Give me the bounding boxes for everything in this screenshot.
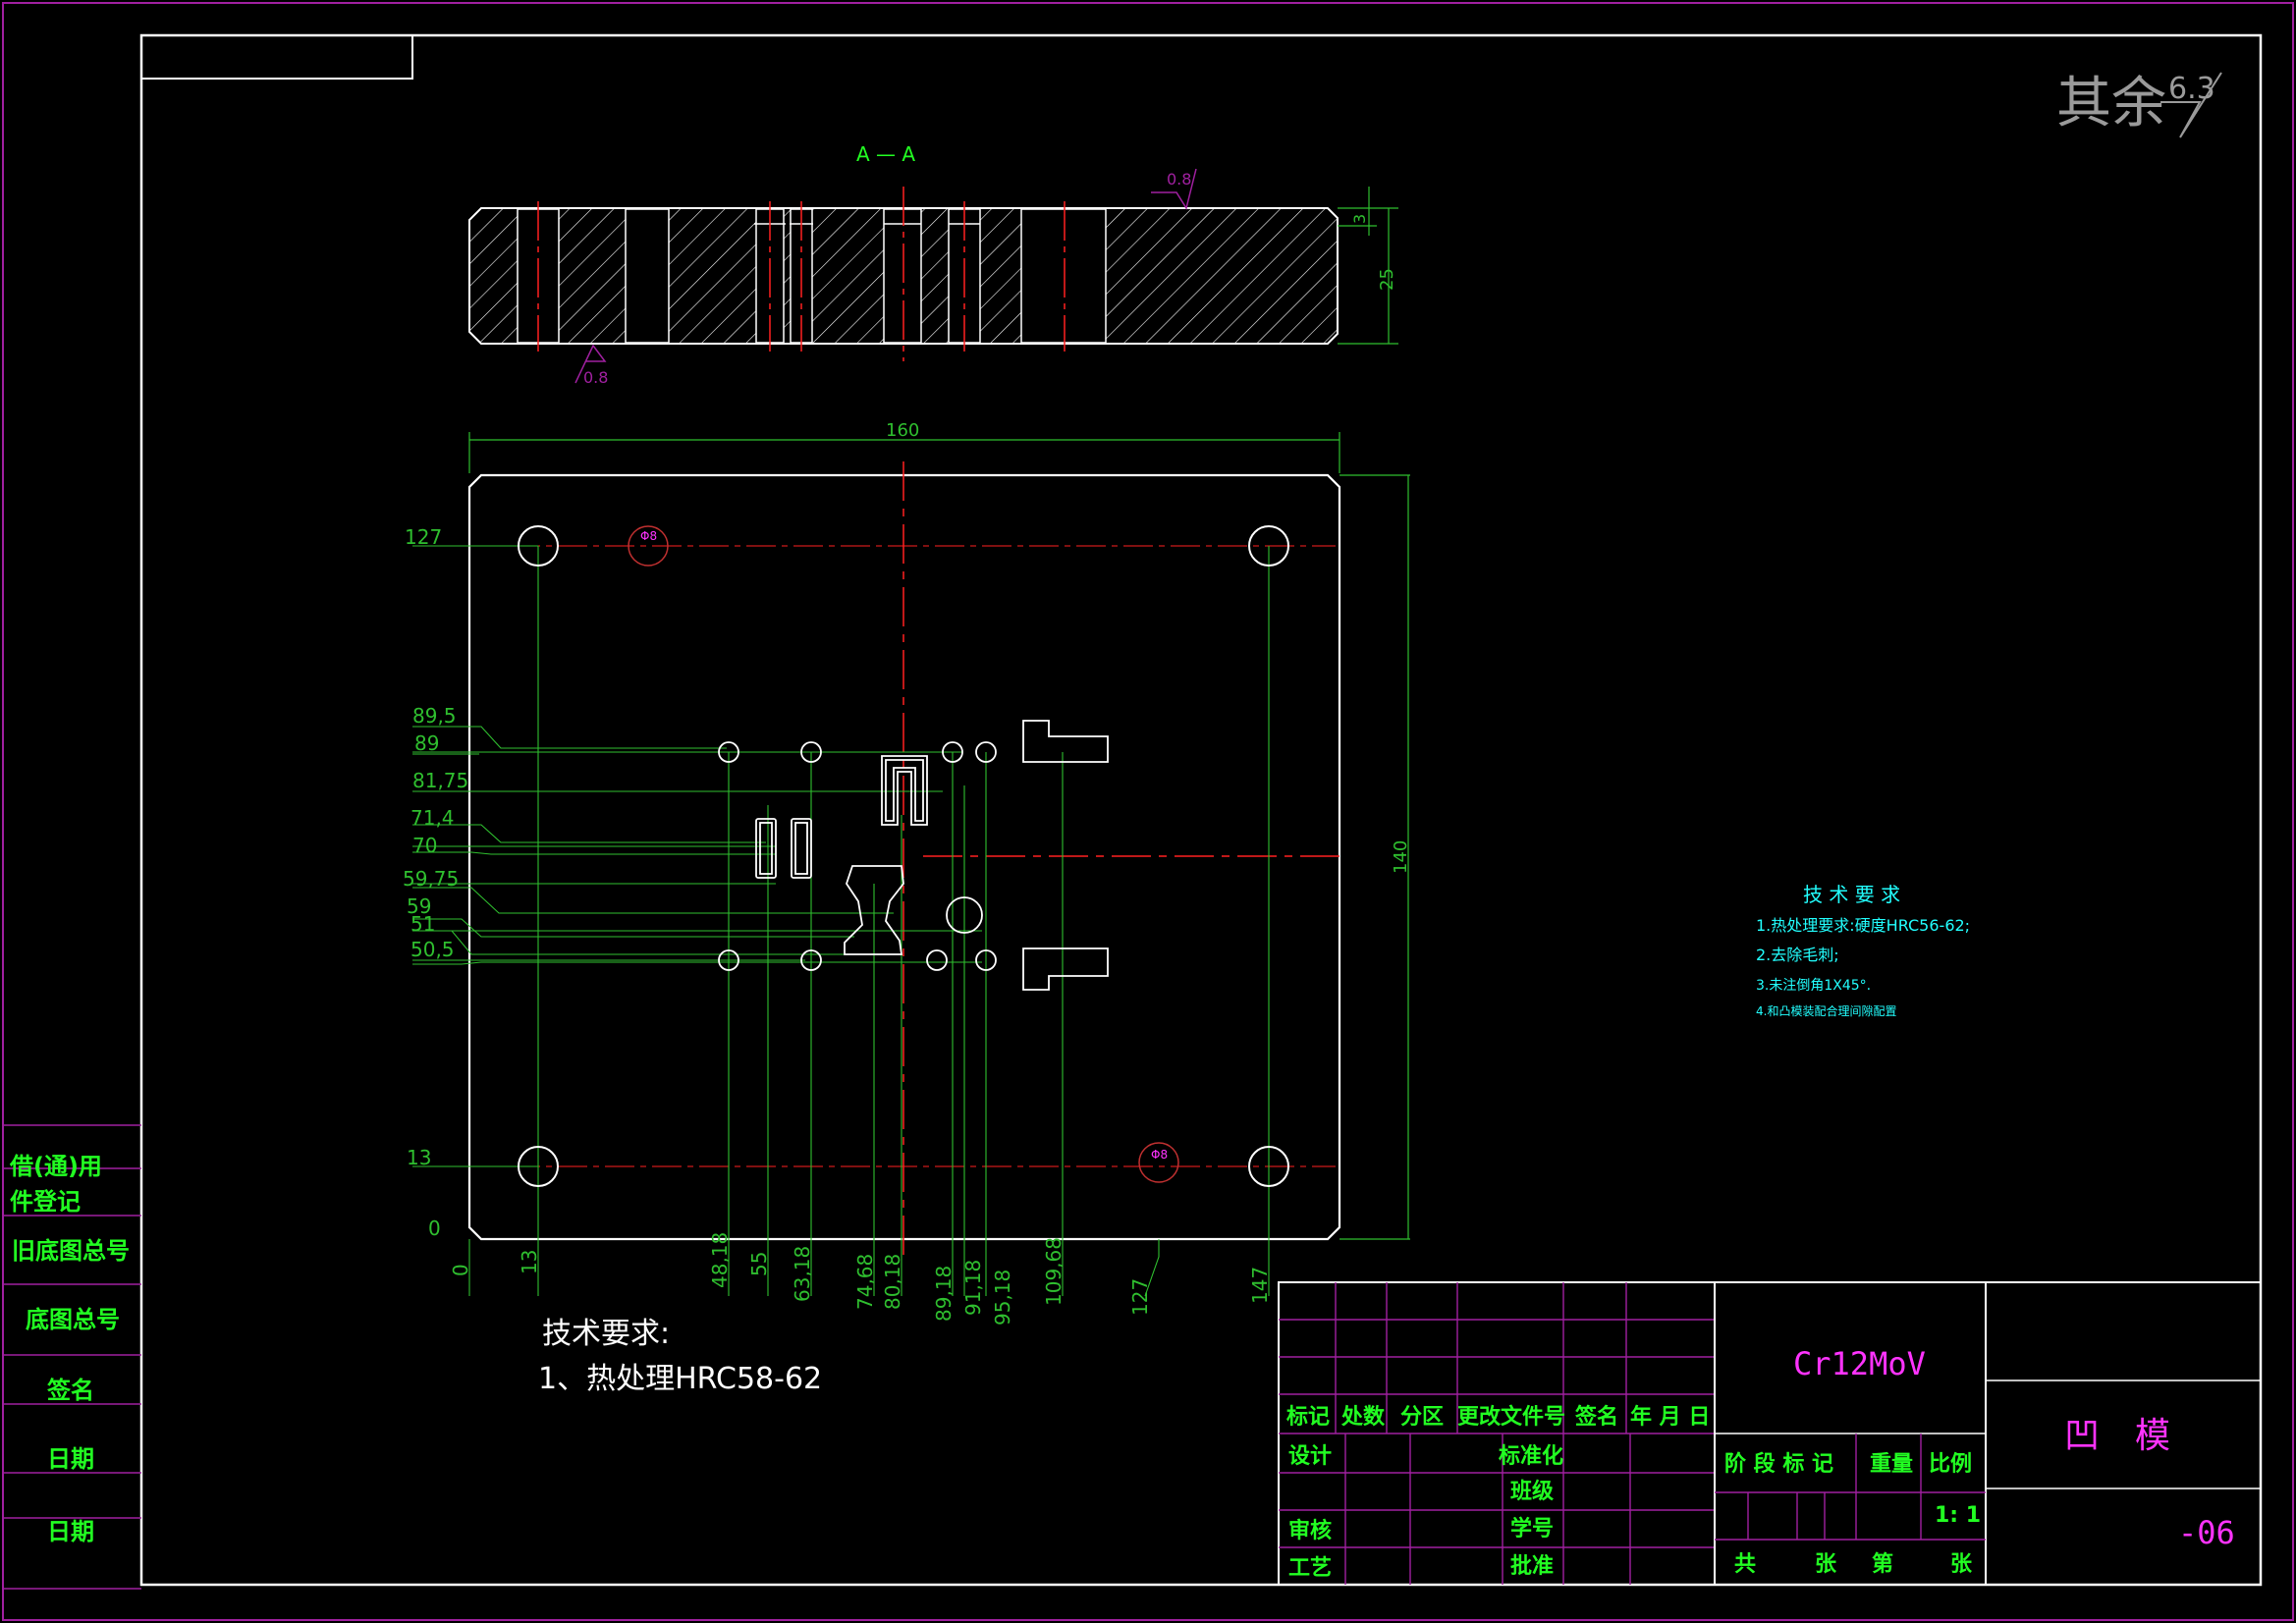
xdim-89-18: 89,18	[932, 1266, 956, 1322]
xdim-0: 0	[449, 1264, 472, 1276]
tech-small-item-2: 2.去除毛刺;	[1756, 946, 1839, 964]
tb-header-date: 年 月 日	[1630, 1404, 1710, 1430]
tb-drawing-no: -06	[2178, 1514, 2235, 1551]
tech-requirements-small: 技 术 要 求 1.热处理要求:硬度HRC56-62; 2.去除毛刺; 3.未注…	[1756, 883, 1970, 1018]
tb-sheet-unit2: 张	[1950, 1552, 1973, 1577]
strip-sign: 签名	[46, 1377, 94, 1404]
roughness-value: 6.3	[2168, 72, 2215, 106]
tb-sheet-total: 共	[1734, 1552, 1756, 1577]
xdim-95-18: 95,18	[991, 1270, 1014, 1325]
tb-part-name: 凹 模	[2064, 1416, 2170, 1456]
tb-scale: 1: 1	[1935, 1503, 1981, 1528]
tb-sheet-unit1: 张	[1815, 1552, 1837, 1577]
tb-header-zone: 分区	[1400, 1405, 1444, 1430]
tb-header-sign: 签名	[1574, 1404, 1618, 1430]
section-view: A — A 0.8 0.8 25	[468, 142, 1398, 387]
ydim-71-4: 71,4	[410, 806, 455, 830]
ydim-0: 0	[428, 1217, 441, 1240]
dim-step: 3	[1350, 214, 1369, 224]
xdim-63-18: 63,18	[791, 1246, 814, 1302]
roughness-top: 0.8	[1167, 170, 1191, 189]
ydim-50-5: 50,5	[410, 938, 455, 961]
left-registration-strip: 借(通)用 件登记 旧底图总号 底图总号 签名 日期 日期	[2, 1124, 141, 1620]
ydim-89-5: 89,5	[412, 704, 457, 728]
pin-hole-top: Φ8	[628, 525, 669, 567]
pin-hole-label-top: Φ8	[640, 529, 657, 543]
strip-register: 件登记	[10, 1188, 81, 1216]
tb-header-mark: 标记	[1286, 1404, 1330, 1430]
ydim-13: 13	[407, 1146, 431, 1169]
tech-small-item-1: 1.热处理要求:硬度HRC56-62;	[1756, 916, 1970, 935]
tech-small-title: 技 术 要 求	[1803, 883, 1900, 906]
strip-base-total: 底图总号	[26, 1306, 120, 1333]
ydim-127: 127	[405, 525, 442, 549]
tb-approve: 批准	[1510, 1554, 1554, 1579]
title-block: 标记 处数 分区 更改文件号 签名 年 月 日 设计 标准化 班级 审核 学号 …	[1278, 1281, 2262, 1586]
tb-sheet-nth: 第	[1872, 1551, 1893, 1577]
xdim-13: 13	[518, 1250, 541, 1274]
tb-stage-mark: 阶 段 标 记	[1724, 1451, 1833, 1477]
tb-weight: 重量	[1870, 1452, 1913, 1477]
roughness-bottom: 0.8	[583, 368, 608, 387]
drawing-border	[139, 33, 2263, 1587]
dim-width: 160	[886, 420, 919, 441]
xdim-147: 147	[1248, 1267, 1272, 1304]
strip-date-2: 日期	[47, 1518, 94, 1545]
xdim-48-18: 48,18	[708, 1232, 732, 1288]
plan-view: 160 140	[403, 420, 1411, 1325]
roughness-label: 其余	[2056, 72, 2166, 135]
pin-hole-bottom: Φ8	[1138, 1142, 1179, 1183]
xdim-74-68: 74,68	[853, 1254, 877, 1310]
xdim-127: 127	[1128, 1278, 1152, 1316]
xdim-55: 55	[747, 1252, 771, 1276]
tb-design: 设计	[1288, 1444, 1332, 1469]
tb-header-docno: 更改文件号	[1457, 1404, 1565, 1430]
ydim-70: 70	[412, 834, 437, 857]
strip-date-1: 日期	[47, 1445, 94, 1473]
tb-material: Cr12MoV	[1793, 1345, 1926, 1382]
tb-header-count: 处数	[1340, 1404, 1386, 1430]
tb-student: 学号	[1510, 1516, 1554, 1542]
ydim-51: 51	[410, 912, 435, 936]
ydim-89: 89	[414, 731, 439, 755]
tech-small-item-3: 3.未注倒角1X45°.	[1756, 978, 1871, 994]
dim-thickness: 25	[1377, 268, 1397, 291]
tb-process: 工艺	[1288, 1555, 1332, 1581]
tech-main-item: 1、热处理HRC58-62	[538, 1362, 822, 1396]
xdim-80-18: 80,18	[881, 1254, 904, 1310]
strip-borrow: 借(通)用	[9, 1153, 102, 1180]
tech-main-title: 技术要求:	[542, 1317, 670, 1351]
tb-class: 班级	[1510, 1479, 1554, 1504]
tb-ratio: 比例	[1929, 1452, 1972, 1477]
section-title: A — A	[856, 142, 915, 166]
top-left-box	[140, 34, 413, 80]
xdim-109-68: 109,68	[1042, 1237, 1066, 1306]
tb-standard: 标准化	[1499, 1443, 1563, 1469]
dim-height: 140	[1391, 840, 1411, 874]
pin-hole-label-bottom: Φ8	[1151, 1148, 1168, 1162]
tb-review: 审核	[1288, 1518, 1332, 1543]
ydim-81-75: 81,75	[412, 769, 468, 792]
ydim-59: 59	[407, 894, 431, 918]
tech-small-item-4: 4.和凸模装配合理间隙配置	[1756, 1003, 1896, 1018]
strip-old-total: 旧底图总号	[12, 1237, 130, 1265]
surface-roughness-symbol: 其余 6.3	[2056, 72, 2222, 138]
ydim-59-75: 59,75	[403, 867, 459, 891]
xdim-91-18: 91,18	[961, 1260, 985, 1316]
tech-requirements-main: 技术要求: 1、热处理HRC58-62	[538, 1317, 822, 1396]
